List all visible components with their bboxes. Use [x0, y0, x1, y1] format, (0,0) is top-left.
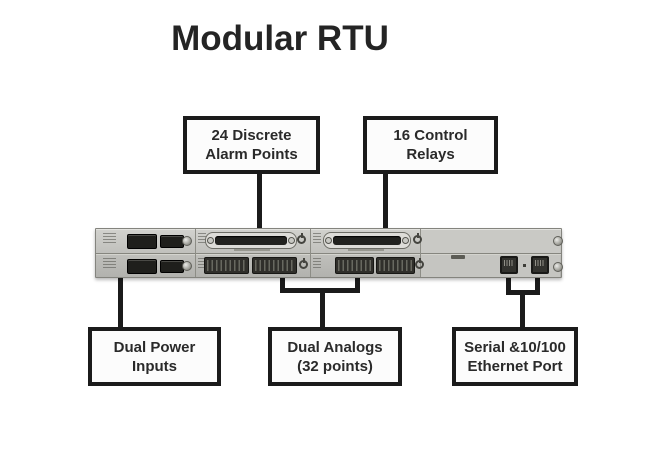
- power-connector-a2: [160, 235, 184, 248]
- leader-line-eth-bridge: [506, 290, 540, 295]
- leader-line-eth-right: [535, 274, 540, 295]
- callout-control-relays-line2: Relays: [406, 146, 455, 163]
- connector-screw-icon: [207, 237, 214, 244]
- power-symbol-icon: [297, 235, 306, 244]
- connector-label: [348, 249, 384, 251]
- power-symbol-icon: [413, 235, 422, 244]
- analog-terminal-strip: [335, 257, 374, 274]
- analog-terminal-strip: [204, 257, 249, 274]
- ethernet-panel: [421, 255, 560, 277]
- callout-ethernet-port-line1: Serial &10/100: [464, 338, 566, 356]
- silkscreen-text: [103, 233, 116, 244]
- callout-alarm-points-line1: 24 Discrete: [211, 127, 292, 144]
- power-connector-b2: [160, 260, 184, 273]
- blank-panel: [421, 230, 560, 253]
- connector-screw-icon: [325, 237, 332, 244]
- silkscreen-text: [313, 233, 321, 244]
- leader-line-power-vertical: [118, 243, 123, 328]
- callout-dual-analogs: Dual Analogs (32 points): [268, 327, 402, 386]
- row-divider: [96, 253, 561, 254]
- leader-line-eth-left: [506, 274, 511, 295]
- rtu-chassis: [95, 228, 563, 278]
- connector-slot: [215, 236, 287, 245]
- callout-dual-analogs-line2: (32 points): [297, 357, 373, 375]
- callout-power-inputs-line1: Dual Power: [113, 338, 196, 356]
- leader-line-analog-stem: [320, 292, 325, 328]
- silkscreen-text: [198, 233, 206, 244]
- silkscreen-text: [103, 258, 116, 269]
- connector-screw-icon: [402, 237, 409, 244]
- ethernet-port-2: [531, 256, 549, 274]
- analog-terminal-strip: [252, 257, 297, 274]
- callout-control-relays: 16 Control Relays: [363, 116, 498, 174]
- connector-label: [234, 249, 270, 251]
- callout-alarm-points: 24 Discrete Alarm Points: [183, 116, 320, 174]
- callout-ethernet-port: Serial &10/100 Ethernet Port: [452, 327, 578, 386]
- connector-slot: [333, 236, 401, 245]
- callout-alarm-points-line2: Alarm Points: [205, 146, 298, 163]
- leader-line-analog-right: [355, 266, 360, 293]
- silkscreen-text: [313, 258, 321, 269]
- port-led: [523, 264, 526, 267]
- module-divider: [420, 229, 421, 277]
- row-divider-highlight: [96, 254, 561, 255]
- callout-power-inputs-line2: Inputs: [132, 357, 177, 375]
- power-connector-b1: [127, 259, 157, 274]
- relay-amphenol-connector: [323, 232, 411, 249]
- leader-line-relay: [383, 172, 388, 240]
- silkscreen-text: [198, 258, 206, 269]
- callout-power-inputs: Dual Power Inputs: [88, 327, 221, 386]
- module-divider: [195, 229, 196, 277]
- callout-control-relays-line1: 16 Control: [393, 127, 468, 144]
- callout-dual-analogs-line1: Dual Analogs: [287, 338, 383, 356]
- power-connector-a1: [127, 234, 157, 249]
- diagram-title: Modular RTU: [171, 19, 389, 58]
- power-symbol-icon: [299, 260, 308, 269]
- panel-latch: [451, 255, 465, 259]
- module-divider: [310, 229, 311, 277]
- callout-ethernet-port-line2: Ethernet Port: [467, 357, 563, 375]
- screw-icon: [182, 261, 192, 271]
- leader-line-alarm: [257, 172, 262, 240]
- power-symbol-icon: [415, 260, 424, 269]
- leader-line-analog-bridge: [280, 288, 360, 293]
- leader-line-eth-stem: [520, 294, 525, 328]
- screw-icon: [182, 236, 192, 246]
- leader-line-analog-left: [280, 266, 285, 293]
- analog-terminal-strip: [376, 257, 415, 274]
- screw-icon: [553, 262, 563, 272]
- alarm-amphenol-connector: [205, 232, 297, 249]
- connector-screw-icon: [288, 237, 295, 244]
- ethernet-port-1: [500, 256, 518, 274]
- screw-icon: [553, 236, 563, 246]
